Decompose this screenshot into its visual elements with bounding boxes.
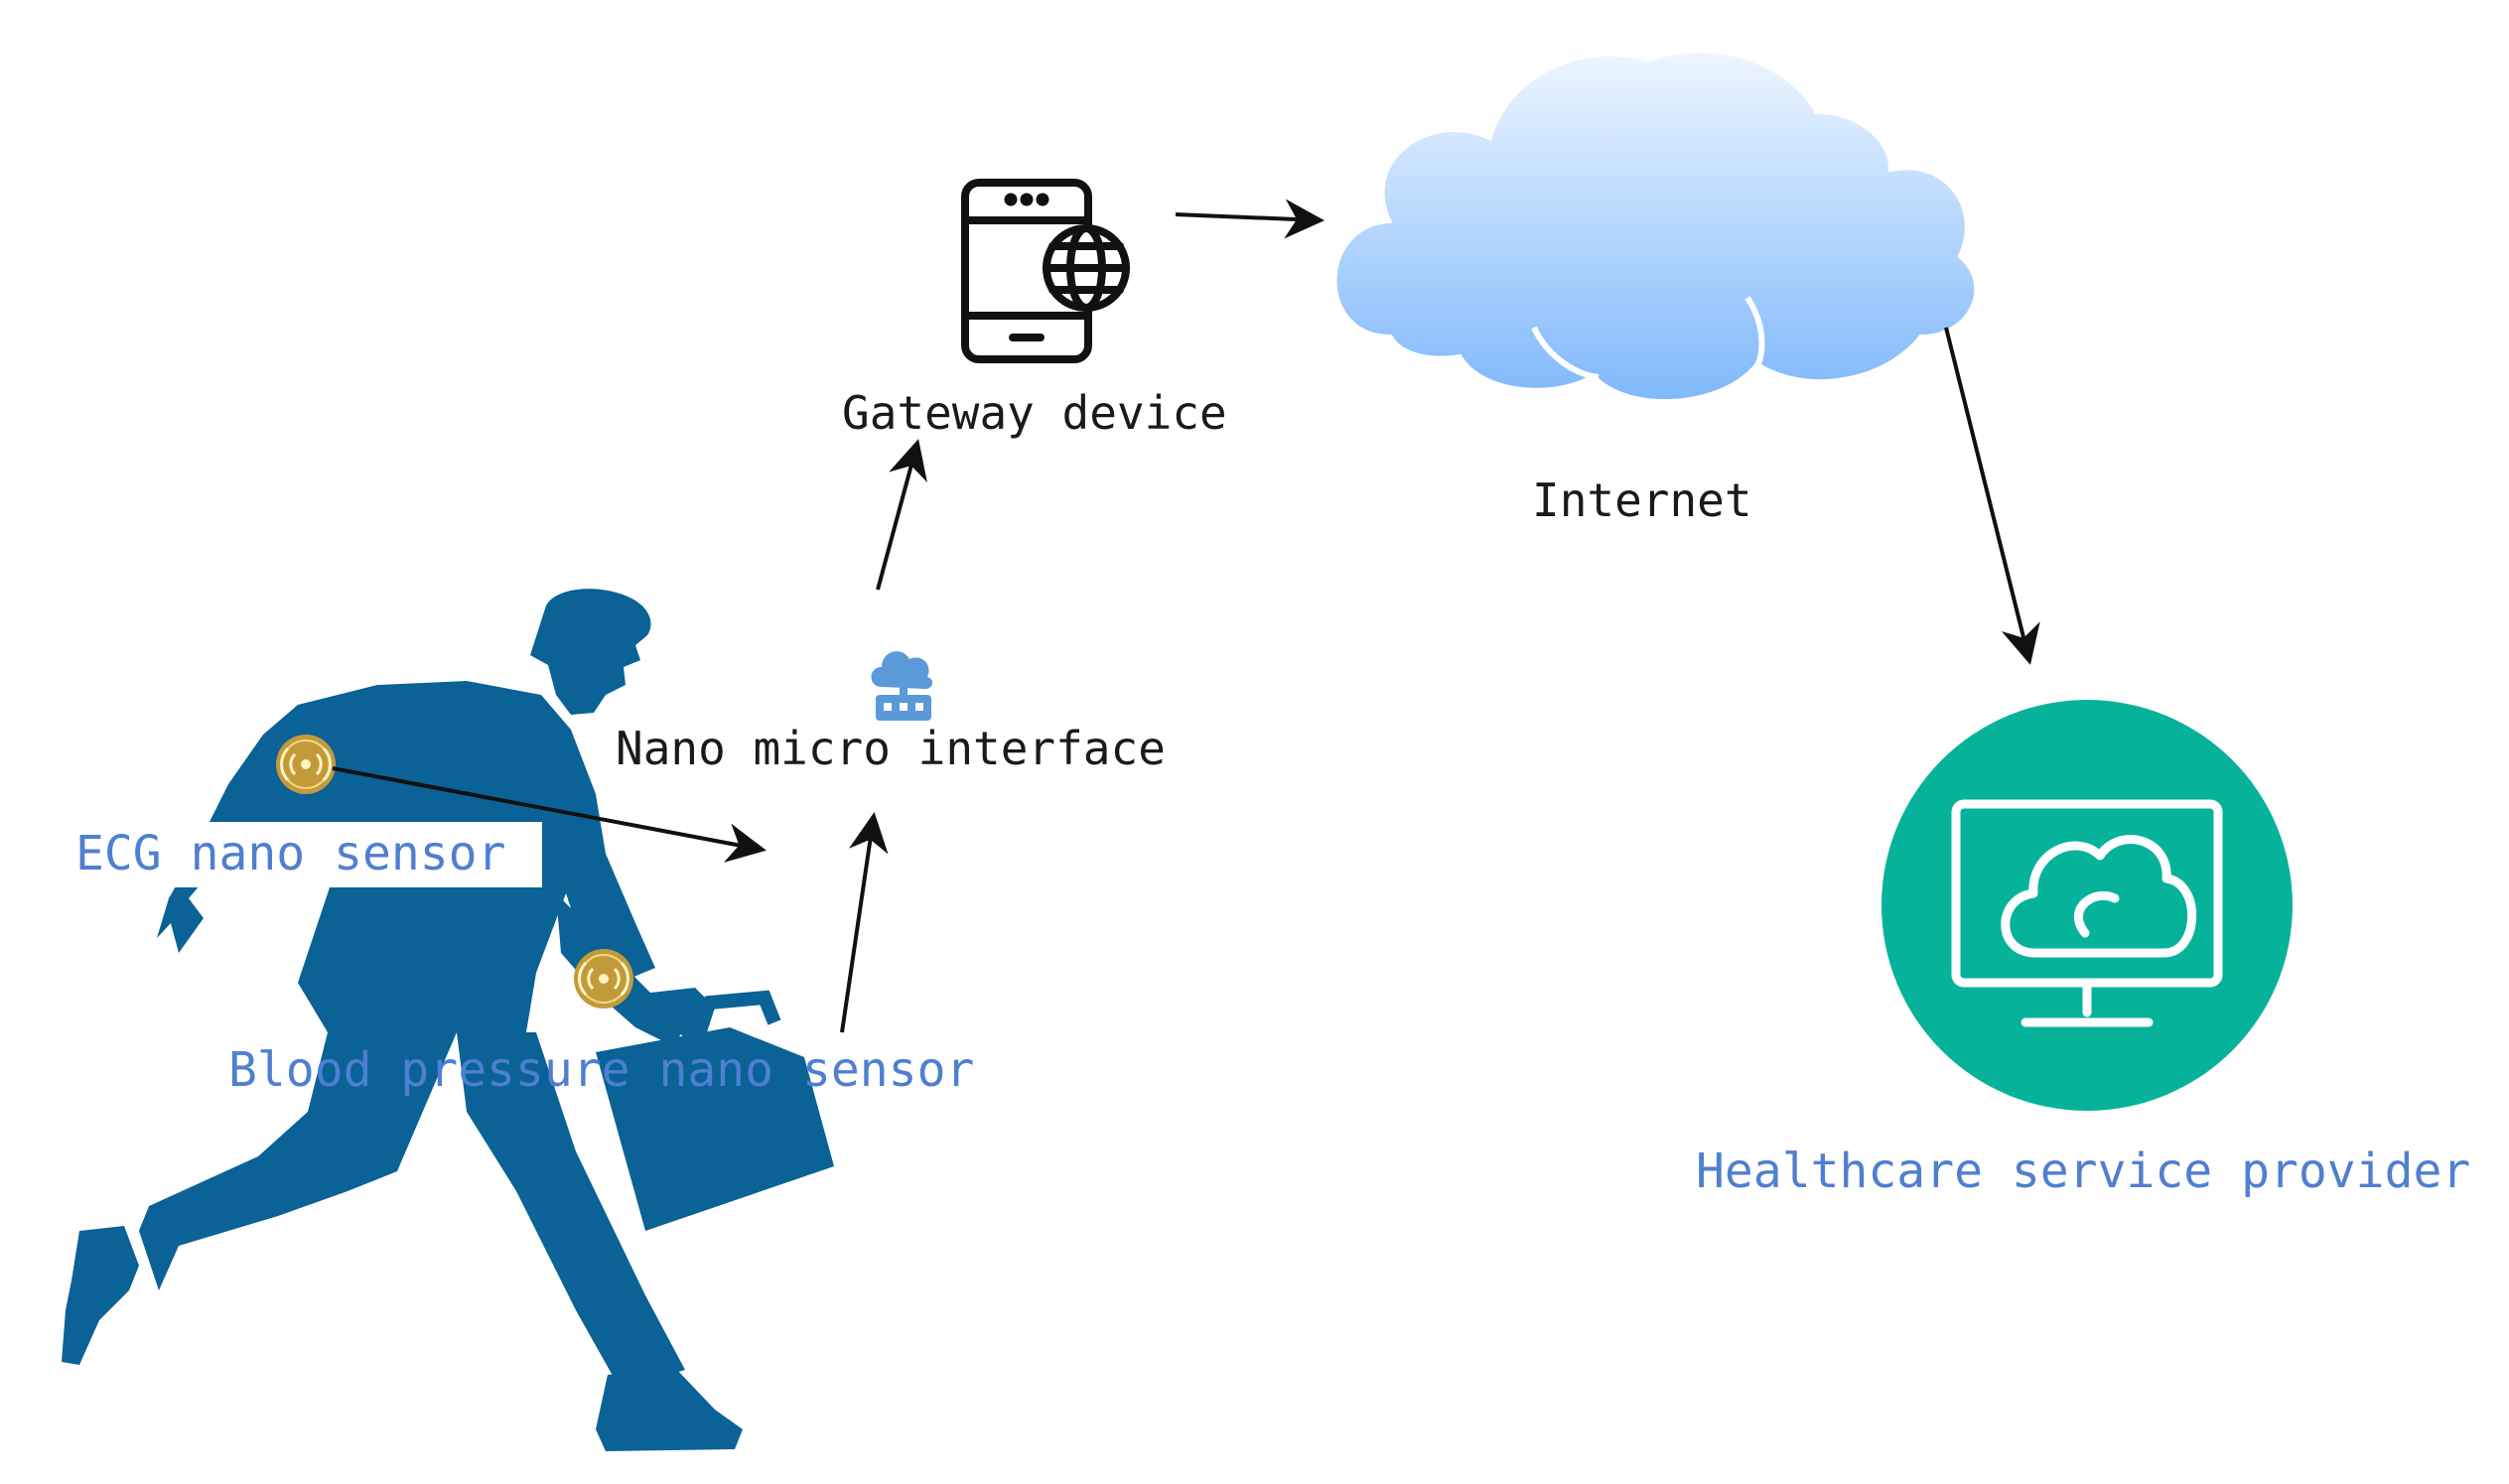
- wireless-sensor-icon: [574, 949, 633, 1009]
- flow-arrows: [332, 199, 2040, 1033]
- arrow-internet-to-provider: [1944, 327, 2040, 665]
- label-ecg-nano-sensor: ECG nano sensor: [75, 826, 505, 881]
- arrow-bp-to-interface: [840, 812, 889, 1033]
- label-healthcare-service-provider: Healthcare service provider: [1696, 1144, 2470, 1199]
- smartphone-globe-icon: [961, 179, 1130, 363]
- cloud-router-icon: [871, 651, 933, 721]
- arrow-ecg-to-interface: [332, 766, 767, 863]
- arrow-gateway-to-internet: [1175, 199, 1324, 239]
- cloud-icon: [1330, 47, 1981, 406]
- cloud-highlight: [1531, 326, 1600, 380]
- label-internet: Internet: [1532, 473, 1752, 527]
- label-gateway-device: Gateway device: [842, 386, 1227, 440]
- wireless-sensor-icon: [276, 735, 336, 794]
- running-businessman-icon: [62, 589, 834, 1451]
- arrow-interface-to-gateway: [876, 439, 927, 591]
- monitor-cloud-icon: [1951, 799, 2223, 1027]
- cloud-highlight: [1744, 296, 1765, 367]
- label-nano-micro-interface: Nano micro interface: [616, 722, 1166, 775]
- ecg-label-backdrop: [68, 822, 542, 887]
- label-blood-pressure-nano-sensor: Blood pressure nano sensor: [228, 1042, 974, 1098]
